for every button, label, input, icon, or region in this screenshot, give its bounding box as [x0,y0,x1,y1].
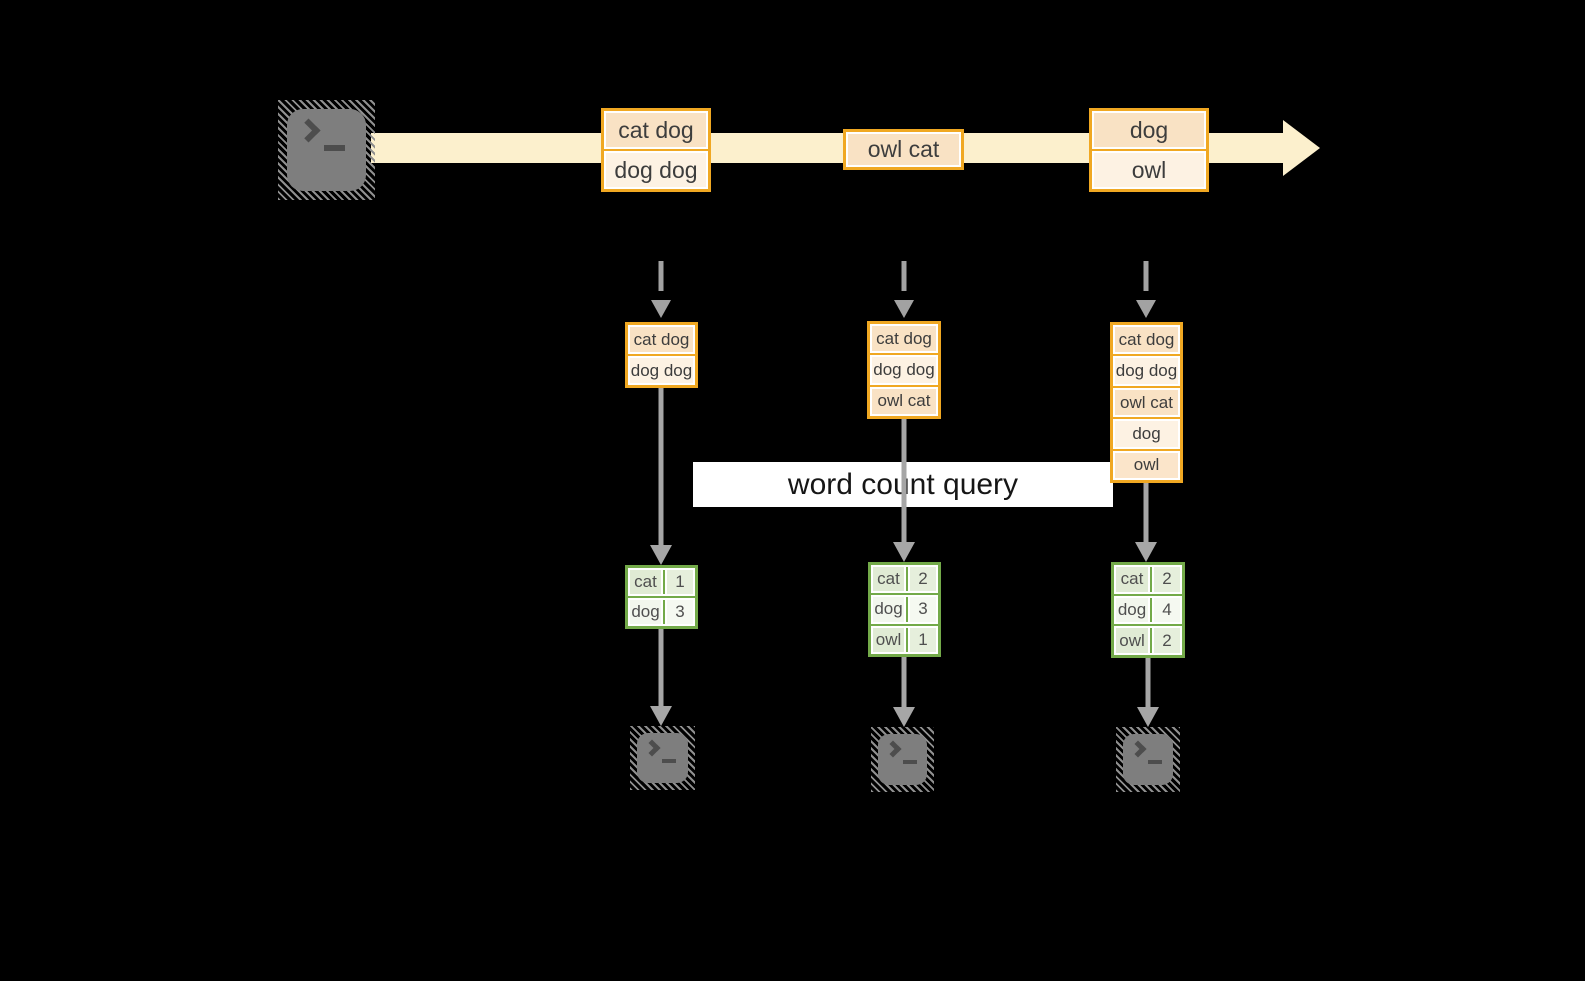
stream-arrowhead-icon [1283,120,1320,176]
sample-arrow-down [651,261,671,318]
stream-record-line: owl [1092,149,1206,187]
query-arrow-down [893,418,915,562]
query-arrow-down [650,388,672,565]
prompt-underscore-icon [324,145,345,151]
output-arrow-down [650,629,672,726]
buffer-line: owl cat [870,384,938,414]
buffer-line: dog [1113,417,1180,447]
stream-record: dog owl [1089,108,1209,192]
buffer-line: dog dog [628,354,695,383]
count-cell: 2 [1150,628,1180,654]
terminal-body [878,734,927,785]
count-cell: 2 [906,567,936,592]
prompt-chevron-icon [884,740,902,758]
stream-record: owl cat [843,129,964,170]
word-count-table: cat 1 dog 3 [625,565,698,629]
prompt-underscore-icon [903,760,917,764]
table-row: owl 1 [871,623,938,653]
prompt-chevron-icon [643,739,661,757]
buffer-line: owl cat [1113,385,1180,416]
word-count-table: cat 2 dog 3 owl 1 [868,562,941,657]
output-terminal-icon [1116,727,1180,792]
word-cell: cat [630,570,661,594]
count-cell: 3 [906,597,936,622]
word-cell: dog [630,600,661,624]
count-cell: 4 [1150,597,1180,623]
buffered-records: cat dog dog dog owl cat [867,321,941,419]
terminal-body [637,733,688,783]
word-cell: cat [873,567,904,592]
output-arrow-down [893,657,915,727]
table-row: dog 4 [1114,593,1182,623]
source-terminal-icon [278,100,375,200]
word-cell: owl [873,627,904,652]
prompt-underscore-icon [662,759,676,763]
buffered-records: cat dog dog dog [625,322,698,388]
buffer-line: cat dog [1115,327,1178,353]
output-terminal-icon [871,727,934,792]
table-row: cat 2 [1116,567,1180,592]
query-arrow-down [1135,483,1157,562]
prompt-chevron-icon [296,118,321,143]
count-cell: 2 [1150,567,1180,592]
word-cell: owl [1116,628,1148,654]
word-cell: dog [873,597,904,622]
count-cell: 3 [663,600,693,624]
buffer-line: cat dog [630,327,693,352]
table-row: owl 2 [1114,624,1182,654]
word-count-table: cat 2 dog 4 owl 2 [1111,562,1185,658]
prompt-underscore-icon [1148,760,1162,764]
count-cell: 1 [663,570,693,594]
table-row: dog 3 [628,596,695,624]
count-cell: 1 [906,627,936,653]
output-arrow-down [1137,657,1159,727]
stream-record-line: dog [1094,113,1204,147]
sample-arrow-down [894,261,914,318]
table-row: dog 3 [871,593,938,622]
stream-record-line: owl cat [848,134,959,165]
buffer-line: dog dog [1113,354,1180,384]
stream-record-line: cat dog [606,113,706,147]
buffered-records: cat dog dog dog owl cat dog owl [1110,322,1183,483]
prompt-chevron-icon [1129,740,1147,758]
word-cell: dog [1116,597,1148,623]
terminal-body [287,109,366,191]
stream-record-line: dog dog [604,149,708,187]
terminal-body [1123,734,1173,785]
buffer-line: dog dog [870,353,938,383]
output-terminal-icon [630,726,695,790]
sample-arrow-down [1136,261,1156,318]
table-row: cat 1 [630,570,693,594]
buffer-line: cat dog [872,326,936,352]
table-row: cat 2 [873,567,936,592]
word-cell: cat [1116,567,1148,592]
buffer-line: owl [1113,448,1180,479]
stream-record: cat dog dog dog [601,108,711,192]
